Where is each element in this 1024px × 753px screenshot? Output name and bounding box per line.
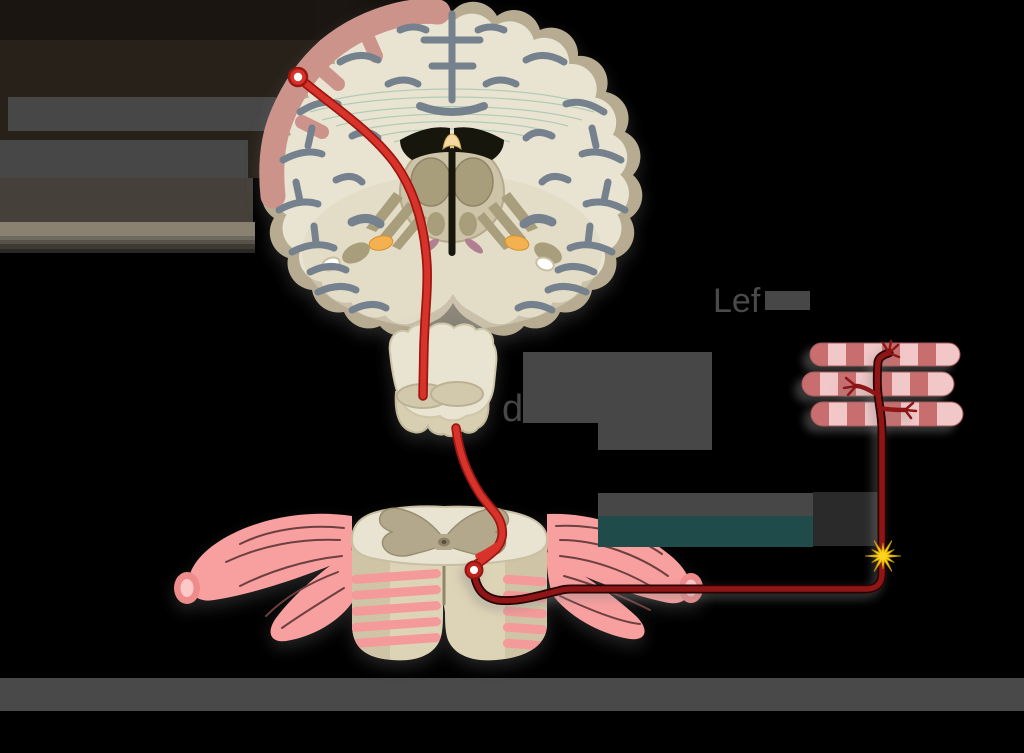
lower-axon	[471, 350, 892, 604]
motor-cortex-stub-3	[361, 31, 383, 63]
pyramid-right	[430, 381, 484, 407]
nerve-upper-wing-left	[188, 513, 352, 601]
lower-motor-neuron	[464, 339, 918, 606]
left-panel-brown	[0, 178, 253, 222]
white-oval-right	[535, 256, 555, 272]
upper-soma-nucleus	[293, 72, 303, 82]
gray-matter-right-wing	[447, 507, 510, 557]
brain-coronal-section	[259, 0, 643, 336]
brainstem-pyramids-section	[388, 322, 498, 438]
left-panel-stripe-3	[0, 244, 255, 249]
orange-nucleus-left	[368, 235, 394, 251]
action-potential-starburst	[864, 540, 902, 572]
cord-front-face	[352, 538, 547, 661]
deep-brain-structures	[321, 127, 562, 272]
central-canal-lumen	[441, 540, 447, 544]
center-label-block-group: d	[502, 352, 712, 450]
nerve-upper-wing-right	[547, 513, 690, 604]
fornix	[442, 133, 462, 151]
nerve-lower-wing-right	[546, 552, 645, 640]
selected-label-side-shade	[813, 492, 886, 546]
orange-nucleus-right	[504, 235, 530, 251]
thalamus-right	[452, 157, 494, 207]
muscle-fiber-3	[810, 401, 964, 427]
axon-terminal-branches	[853, 383, 908, 413]
left-panel-stripe-1	[0, 236, 255, 240]
left-panel-tan	[0, 222, 255, 236]
left-panel-stripe-4	[0, 249, 255, 253]
selected-label-block-group[interactable]	[598, 492, 886, 547]
third-ventricle	[448, 148, 456, 256]
center-label-block-2[interactable]	[598, 423, 712, 450]
basal-ganglia-wedge	[477, 212, 512, 250]
motor-cortex-stub-2	[315, 63, 345, 91]
right-label-hidden-stub	[765, 291, 810, 310]
upper-motor-neuron	[287, 66, 508, 569]
hippocampus-left	[342, 242, 370, 264]
upper-axon	[295, 74, 431, 399]
lower-soma-nucleus	[470, 566, 478, 574]
muscle-fibers	[801, 342, 964, 427]
lateral-ventricle-right	[454, 127, 504, 160]
subthalamic-right	[459, 212, 477, 236]
basal-ganglia-wedge	[488, 202, 526, 242]
left-label-line-2[interactable]	[0, 140, 248, 178]
right-label-group: Lef	[713, 282, 810, 320]
selected-label-teal-highlight[interactable]	[598, 516, 813, 547]
spinal-nerve-left	[174, 513, 357, 642]
center-label-fragment: d	[502, 388, 523, 430]
basal-ganglia-wedge	[378, 202, 416, 242]
right-label-fragment: Lef	[713, 282, 761, 320]
upper-axon-terminal-branch	[475, 542, 500, 559]
center-label-block-1[interactable]	[523, 352, 712, 423]
neuromuscular-junction-claws	[842, 339, 918, 420]
sulci	[275, 10, 629, 314]
left-label-line-1[interactable]	[8, 97, 276, 131]
upper-axon-decussation	[453, 425, 506, 567]
left-label-block-group	[0, 97, 276, 253]
lateral-ventricle-left	[400, 127, 450, 160]
motor-cortex-highlight	[259, 0, 451, 209]
subthalamic-left	[427, 212, 445, 236]
gray-matter-butterfly	[378, 507, 510, 557]
footer-bar	[0, 678, 1024, 711]
mauve-nucleus-right	[464, 238, 484, 254]
selected-label-top-block[interactable]	[598, 493, 813, 516]
nerve-fiber-lines-left	[225, 525, 345, 629]
left-panel-stripe-2	[0, 240, 255, 244]
nerve-cut-core-left	[180, 579, 194, 597]
motor-cortex-band	[259, 0, 451, 209]
gray-matter-left-wing	[378, 507, 441, 557]
rootlet-stripes	[352, 569, 547, 651]
